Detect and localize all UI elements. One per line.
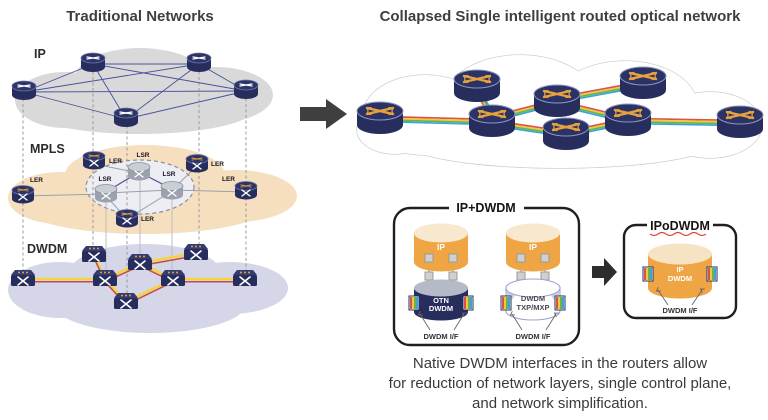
ip-dwdm-comparison: IP+DWDM IP OTN DWDM DWDM I/F [392, 201, 738, 347]
ip-over-txp-stack: IP DWDM TXP/MXP DWDM I/F [500, 223, 566, 341]
caption-line: for reduction of network layers, single … [389, 375, 732, 392]
collapsed-router-icon [532, 83, 582, 119]
ipodwdm-router: IP DWDM DWDM I/F [642, 243, 718, 315]
collapsed-router-icon [618, 65, 668, 101]
connector-square [540, 253, 550, 263]
caption-line: Native DWDM interfaces in the routers al… [413, 355, 707, 372]
dwdm-interface-patch-icon [554, 295, 566, 311]
ip-cylinder-label: IP [437, 242, 445, 252]
dwdm-node-icon [113, 292, 139, 310]
collapsed-router-icon [452, 68, 502, 104]
connector-square [516, 253, 526, 263]
ler-node-icon [82, 150, 106, 171]
dwdm-node-icon [92, 269, 118, 287]
dwdm-node-icon [183, 243, 209, 261]
collapsed-network-panel [355, 54, 765, 169]
ler-node-icon [115, 208, 139, 229]
connector-square [448, 253, 458, 263]
dwdm-if-label: DWDM I/F [424, 332, 459, 341]
connector-square [516, 271, 526, 281]
ler-label: LER [141, 216, 154, 223]
ler-label: LER [222, 176, 235, 183]
dwdm-node-icon [81, 245, 107, 263]
ipodwdm-cylinder-label: DWDM [668, 274, 692, 283]
ler-node-icon [234, 180, 258, 201]
caption-line: and network simplification. [472, 395, 648, 412]
lsr-label: LSR [137, 152, 150, 159]
ler-label: LER [30, 177, 43, 184]
txp-cylinder-label: DWDM [521, 294, 545, 303]
dwdm-layer-label: DWDM [27, 242, 67, 256]
spellcheck-squiggle [649, 231, 707, 237]
ipodwdm-box-title: IPoDWDM [650, 219, 710, 233]
traditional-networks-panel: IP MPLS DWDM LER LER LER LER LER LSR LSR… [8, 47, 297, 333]
detail-transition-arrow [592, 258, 617, 286]
collapsed-router-icon [467, 103, 517, 139]
dwdm-if-label: DWDM I/F [663, 306, 698, 315]
collapsed-router-icon [541, 116, 591, 152]
ip-router-icon [113, 107, 139, 128]
txp-cylinder-label: TXP/MXP [517, 303, 550, 312]
collapsed-router-icon [355, 100, 405, 136]
ip-router-icon [233, 79, 259, 100]
mpls-layer-label: MPLS [30, 142, 65, 156]
connector-square [540, 271, 550, 281]
ler-node-icon [185, 153, 209, 174]
lsr-node-icon [94, 183, 118, 204]
dwdm-node-icon [232, 269, 258, 287]
ip-layer-label: IP [34, 47, 46, 61]
ler-node-icon [11, 184, 35, 205]
lsr-node-icon [127, 161, 151, 182]
ip-dwdm-box-title: IP+DWDM [456, 201, 515, 215]
ler-label: LER [109, 158, 122, 165]
right-title: Collapsed Single intelligent routed opti… [380, 8, 742, 25]
ler-label: LER [211, 161, 224, 168]
dwdm-if-label: DWDM I/F [516, 332, 551, 341]
ip-over-otn-stack: IP OTN DWDM DWDM I/F [408, 223, 474, 341]
lsr-label: LSR [99, 176, 112, 183]
caption: Native DWDM interfaces in the routers al… [389, 355, 732, 412]
collapsed-router-icon [715, 104, 765, 140]
otn-cylinder-label: OTN [433, 296, 449, 305]
dwdm-interface-patch-icon [706, 266, 718, 282]
connector-square [448, 271, 458, 281]
dwdm-node-icon [10, 269, 36, 287]
dwdm-interface-patch-icon [462, 295, 474, 311]
dwdm-interface-patch-icon [500, 295, 512, 311]
collapsed-router-icon [603, 102, 653, 138]
transition-arrow [300, 99, 347, 129]
dwdm-interface-patch-icon [408, 295, 420, 311]
dwdm-node-icon [160, 269, 186, 287]
lsr-node-icon [160, 180, 184, 201]
ip-router-icon [80, 52, 106, 73]
ip-cylinder-label: IP [529, 242, 537, 252]
lsr-label: LSR [163, 171, 176, 178]
dwdm-interface-patch-icon [642, 266, 654, 282]
ip-router-icon [186, 52, 212, 73]
connector-square [424, 253, 434, 263]
dwdm-node-icon [127, 253, 153, 271]
ip-router-icon [11, 80, 37, 101]
ipodwdm-cylinder-label: IP [676, 265, 683, 274]
left-title: Traditional Networks [66, 8, 214, 25]
otn-cylinder-label: DWDM [429, 304, 453, 313]
connector-square [424, 271, 434, 281]
